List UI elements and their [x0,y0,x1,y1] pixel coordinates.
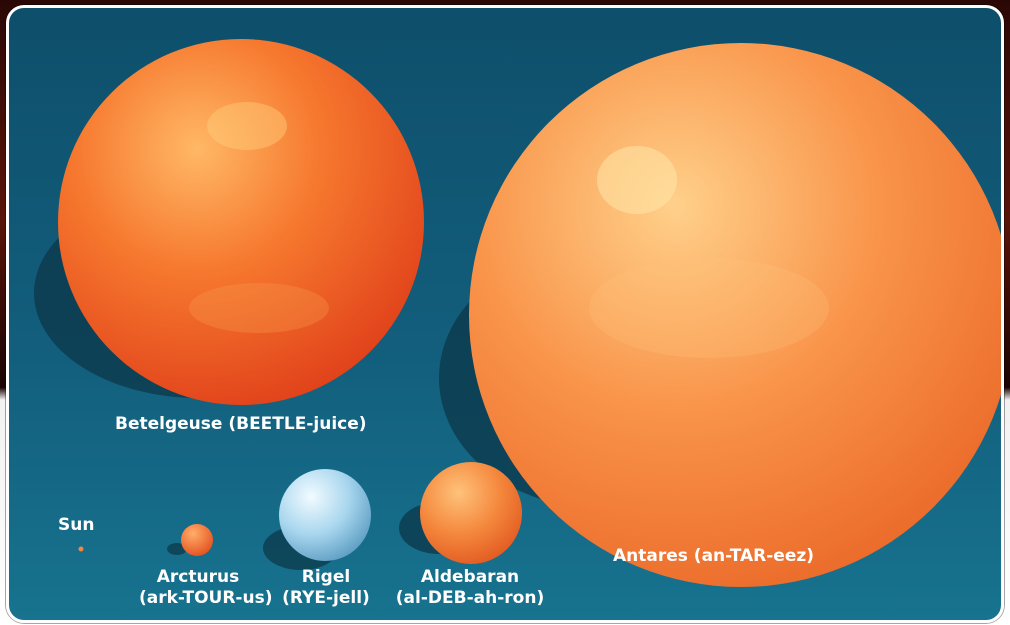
antares-texture [589,258,829,358]
stars-illustration [9,8,1001,620]
aldebaran-star [420,462,522,564]
rigel-star [279,469,371,561]
betelgeuse-highlight [207,102,287,150]
betelgeuse-star [58,39,424,405]
rigel-name: Rigel [271,567,381,588]
rigel-label: Rigel (RYE-jell) [271,567,381,609]
aldebaran-pronunciation: (al-DEB-ah-ron) [395,588,545,609]
betelgeuse-label: Betelgeuse (BEETLE-juice) [115,414,367,435]
arcturus-pronunciation: (ark-TOUR-us) [139,588,257,609]
rigel-pronunciation: (RYE-jell) [271,588,381,609]
antares-label: Antares (an-TAR-eez) [613,546,814,567]
diagram-panel: Betelgeuse (BEETLE-juice) Antares (an-TA… [6,5,1004,623]
aldebaran-label: Aldebaran (al-DEB-ah-ron) [395,567,545,609]
sun-label: Sun [58,515,94,536]
aldebaran-name: Aldebaran [395,567,545,588]
arcturus-label: Arcturus (ark-TOUR-us) [139,567,257,609]
arcturus-name: Arcturus [139,567,257,588]
sun-star [79,547,84,552]
betelgeuse-texture [189,283,329,333]
arcturus-star [181,524,213,556]
antares-highlight [597,146,677,214]
